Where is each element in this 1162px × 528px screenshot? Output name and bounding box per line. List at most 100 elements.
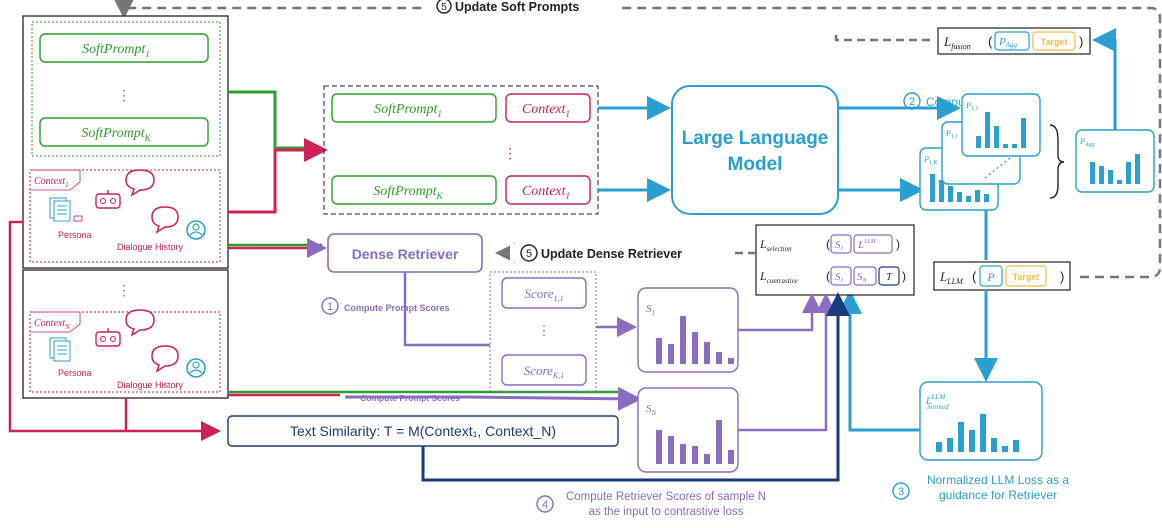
dialogue-history-label-2: Dialogue History [117,380,184,390]
bars-sn [656,420,734,464]
llm-soft-prompt-1-text: SoftPrompt1 [374,102,442,119]
text-similarity-box: Text Similarity: T = M(Context₁, Context… [227,415,619,447]
llm-context-1-box [505,93,591,123]
step3-number: 3 [898,486,904,498]
score-ellipsis: ⋮ [538,323,551,338]
sn-to-loss [738,293,836,432]
bars-p1k [930,174,989,202]
persona-label: Persona [58,230,92,240]
robot-icon [95,190,121,209]
retriever-loss-box: Lselection ( S1 LLLM ) Lcontrastive ( S1… [755,224,915,296]
blue-normed-to-selection [838,290,920,432]
svg-text:SN: SN [646,403,657,417]
step5-circle-top [436,0,452,14]
bars-normed-bar [1013,440,1019,452]
svg-text:): ) [896,237,900,251]
bars-p1k-bar [930,174,935,202]
step5-circle-mid [520,244,538,262]
loss-fusion-box: Lfusion ( PAgg Target ) [937,27,1091,55]
bars-s1-bar [680,316,686,364]
bars-normed-bar [936,442,942,452]
step4-label-line1: Compute Retriever Scores of sample N [566,491,766,503]
step5-number-top: 5 [441,2,447,13]
svg-text:Lcontrastive: Lcontrastive [759,269,798,285]
loss-llm-box: LLLM ( P Target ) [933,261,1071,291]
llm-loss-p: P [986,270,995,284]
bars-p11-bar [1003,144,1008,148]
svg-text:P1,1: P1,1 [965,101,978,112]
bars-normed-bar [969,430,975,452]
purple-to-sn [345,386,642,411]
llm-soft-prompt-1-box [331,93,497,123]
bars-s1-bar [692,332,698,364]
llm-soft-prompt-k-text: SoftPromptK [373,184,443,201]
dialogue-history-label-1: Dialogue History [117,242,184,252]
bars-s1-bar [728,358,734,364]
bars-sn-bar [692,446,698,464]
crimson-left-loop [8,220,221,441]
bars-normed-bar [980,414,986,452]
arrow-pagg-to-fusion [1092,28,1117,130]
fusion-target: Target [1041,37,1068,47]
bars-p11-bar [985,112,990,148]
svg-text:S1: S1 [646,303,655,317]
score-top-text: Score1,1 [524,286,563,303]
speech-bubble-icon-1 [125,169,155,197]
bars-pagg-bar [1099,166,1104,184]
svg-text:SN: SN [857,271,868,284]
step1-number: 1 [327,301,333,313]
persona-document-icon-2 [49,337,71,362]
svg-text:S1: S1 [835,239,844,252]
bars-sn-bar [668,436,674,464]
bars-sn-bar [656,430,662,464]
speech-bubble-icon-3 [125,309,155,337]
bars-p1k-bar [939,180,944,202]
bars-normed-bar [947,438,953,452]
bars-pagg-bar [1126,162,1131,184]
bars-normed-bar [991,438,997,452]
step3-circle [892,482,910,500]
bars-s1-bar [716,352,722,364]
update-soft-prompts-label: Update Soft Prompts [455,0,579,14]
bars-pagg-bar [1090,162,1095,184]
bars-pagg-bar [1135,154,1140,184]
bars-normed-bar [1002,446,1008,452]
bars-normed-bar [958,422,964,452]
text-similarity-label: Text Similarity: T = M(Context₁, Context… [290,423,556,439]
robot-icon-small [73,215,83,222]
bars-s1-bar [668,344,674,364]
sn-card: SN [637,387,739,473]
soft-prompt-ellipsis: ⋮ [117,87,131,103]
s1-to-loss [738,293,822,332]
bars-p1k-bar [975,190,980,202]
step2-circle [903,92,921,110]
bars-pagg-bar [1108,170,1113,184]
bars-s1-bar [704,342,710,364]
svg-text:LLLM: LLLM [857,239,877,251]
dense-retriever-box: Dense Retriever [327,233,483,273]
llm-input-group: SoftPrompt1 Context1 ⋮ SoftPromptK Conte… [323,85,599,215]
step5-number-mid: 5 [526,248,532,260]
llm-input-ellipsis: ⋮ [503,145,517,161]
bars-p1k-bar [957,192,962,202]
bars-pagg [1090,154,1140,184]
step4-circle [536,495,554,513]
bars-s1 [656,316,734,364]
context-n-tag: ContextN [34,318,70,331]
crimson-connector-top [228,138,328,214]
prob-card-p11: P1,1 [961,93,1041,157]
bars-sn-bar [704,454,710,464]
left-panel-bottom: ⋮ ContextN Persona Dialogue History [22,269,229,399]
svg-text:(: ( [826,237,830,251]
brace [1049,124,1065,199]
svg-text:P1,K: P1,K [923,155,938,166]
large-language-model: Large Language Model [671,85,839,215]
green-connector-top [228,90,322,150]
bars-p11 [976,112,1026,148]
soft-prompt-1-text: SoftPrompt1 [82,42,150,59]
step3-label-line1: Normalized LLM Loss as a [927,473,1069,487]
similarity-to-loss [421,292,850,482]
step2-number: 2 [909,96,915,108]
